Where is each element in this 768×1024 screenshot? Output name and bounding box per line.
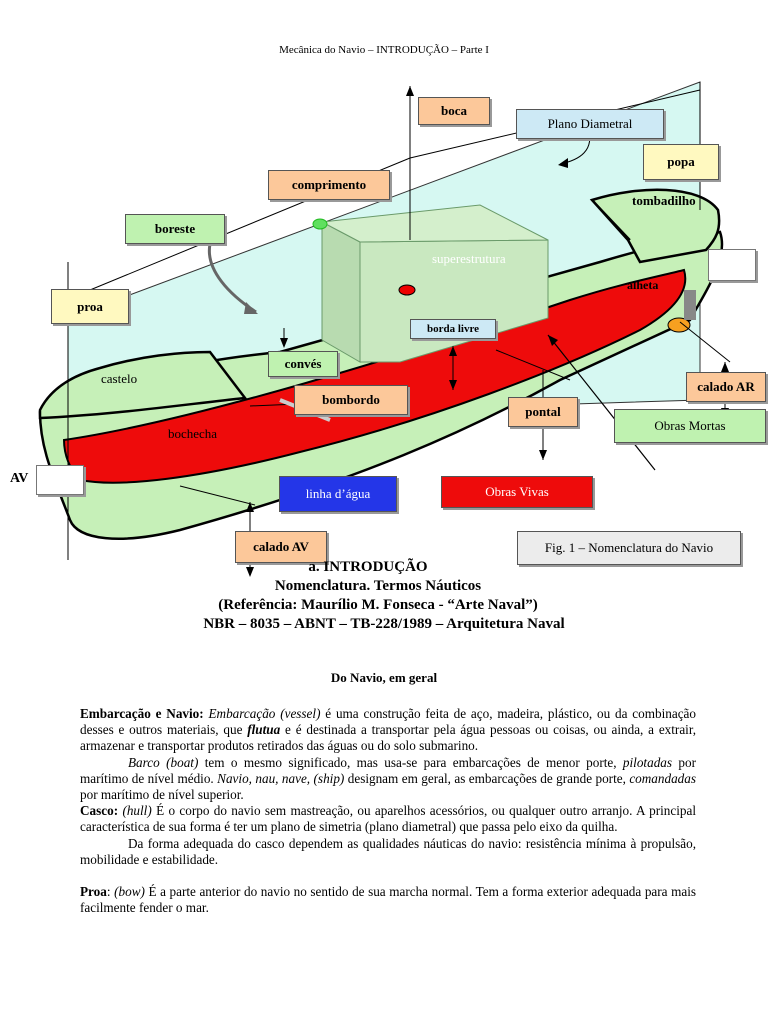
orange-marker <box>667 317 691 333</box>
blank-box-right <box>708 249 756 281</box>
label-linha-dagua: linha d’água <box>279 476 397 512</box>
label-popa: popa <box>643 144 719 180</box>
label-borda-livre: borda livre <box>410 319 496 339</box>
label-calado-av: calado AV <box>235 531 327 563</box>
label-castelo: castelo <box>101 371 138 386</box>
blank-box-left <box>36 465 84 495</box>
paragraph-proa: Proa: (bow) É a parte anterior do navio … <box>80 884 696 916</box>
title-introducao: a. INTRODUÇÃO <box>308 559 428 575</box>
label-comprimento: comprimento <box>268 170 390 200</box>
green-marker <box>312 218 328 230</box>
label-boreste: boreste <box>125 214 225 244</box>
label-bombordo: bombordo <box>294 385 408 415</box>
title-nomenclatura: Nomenclatura. Termos Náuticos <box>274 578 482 594</box>
label-proa: proa <box>51 289 129 324</box>
label-obras-vivas: Obras Vivas <box>441 476 593 508</box>
label-pontal: pontal <box>508 397 578 427</box>
paragraph-forma: Da forma adequada do casco dependem as q… <box>80 835 696 867</box>
paragraph-barco: Barco (boat) tem o mesmo significado, ma… <box>80 754 696 803</box>
paragraph-embarcacao: Embarcação e Navio: Embarcação (vessel) … <box>80 706 697 754</box>
titles: a. INTRODUÇÃO Nomenclatura. Termos Náuti… <box>0 558 768 634</box>
label-bochecha: bochecha <box>168 426 218 441</box>
figure-caption: Fig. 1 – Nomenclatura do Navio <box>517 531 741 565</box>
label-plano-diametral: Plano Diametral <box>516 109 664 139</box>
page-header: Mecânica do Navio – INTRODUÇÃO – Parte I <box>279 44 489 56</box>
title-referencia: (Referência: Maurílio M. Fonseca - “Arte… <box>218 597 538 613</box>
forecastle <box>38 350 248 420</box>
poop-deck <box>589 188 721 264</box>
label-conves: convés <box>268 351 338 377</box>
superstructure-side <box>321 221 361 363</box>
label-obras-mortas: Obras Mortas <box>614 409 766 443</box>
label-calado-ar: calado AR <box>686 372 766 402</box>
paragraph-casco: Casco: (hull) É o corpo do navio sem mas… <box>80 803 696 835</box>
body-text: Embarcação e Navio: Embarcação (vessel) … <box>80 706 696 916</box>
label-tombadilho: tombadilho <box>632 193 696 208</box>
rudder <box>684 290 696 320</box>
title-nbr: NBR – 8035 – ABNT – TB-228/1989 – Arquit… <box>203 616 565 632</box>
red-marker <box>398 284 416 296</box>
label-boca: boca <box>418 97 490 125</box>
label-superestrutura: superestrutura <box>432 251 506 266</box>
section-heading: Do Navio, em geral <box>330 670 438 685</box>
label-alheta: alheta <box>627 278 659 292</box>
label-av: AV <box>10 471 29 486</box>
superstructure-top <box>320 204 549 243</box>
